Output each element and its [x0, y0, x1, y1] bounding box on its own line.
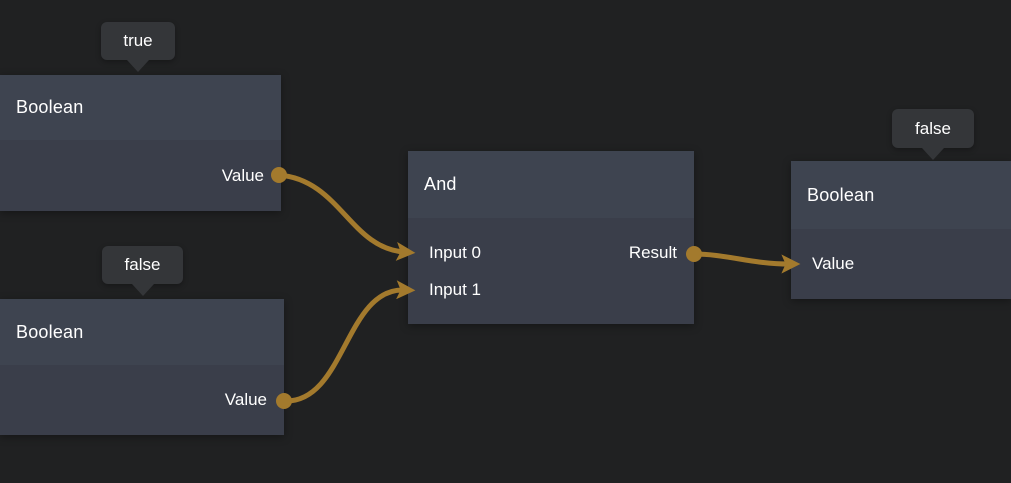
- port-boolean-2-value-output[interactable]: Value: [224, 390, 267, 409]
- node-boolean-1-title: Boolean: [16, 97, 84, 117]
- wire-0: [276, 172, 416, 261]
- node-boolean-1-body: Value: [0, 140, 281, 211]
- node-boolean-source-2[interactable]: Boolean Value: [0, 299, 284, 435]
- value-tooltip-false-left-text: false: [124, 255, 161, 274]
- node-boolean-source-1[interactable]: Boolean Value: [0, 75, 281, 211]
- node-boolean-3-body: Value: [791, 229, 1011, 299]
- node-boolean-2-title: Boolean: [16, 321, 84, 342]
- node-boolean-2-body: Value: [0, 365, 284, 435]
- node-boolean-1-header[interactable]: Boolean: [0, 75, 281, 140]
- node-and-title: And: [424, 174, 457, 194]
- node-and-gate[interactable]: And Input 0 Result Input 1: [408, 151, 694, 324]
- node-and-body: Input 0 Result Input 1: [408, 218, 694, 324]
- node-boolean-3-header[interactable]: Boolean: [791, 161, 1011, 229]
- port-and-input-0[interactable]: Input 0: [429, 242, 481, 262]
- node-boolean-2-header[interactable]: Boolean: [0, 299, 284, 365]
- value-tooltip-true: true: [101, 22, 175, 60]
- port-and-result-output[interactable]: Result: [628, 242, 677, 262]
- port-and-input-1[interactable]: Input 1: [429, 279, 481, 299]
- value-tooltip-true-text: true: [123, 31, 153, 50]
- value-tooltip-false-right-text: false: [915, 118, 951, 138]
- port-boolean-3-value-input[interactable]: Value: [812, 254, 855, 273]
- port-boolean-1-value-output[interactable]: Value: [221, 165, 264, 185]
- node-and-header[interactable]: And: [408, 151, 694, 218]
- node-boolean-3-title: Boolean: [807, 184, 875, 205]
- value-tooltip-false-right: false: [892, 109, 974, 148]
- wire-1: [281, 280, 416, 404]
- node-boolean-result[interactable]: Boolean Value: [791, 161, 1011, 299]
- value-tooltip-false-left: false: [102, 246, 183, 284]
- wire-2: [691, 251, 801, 274]
